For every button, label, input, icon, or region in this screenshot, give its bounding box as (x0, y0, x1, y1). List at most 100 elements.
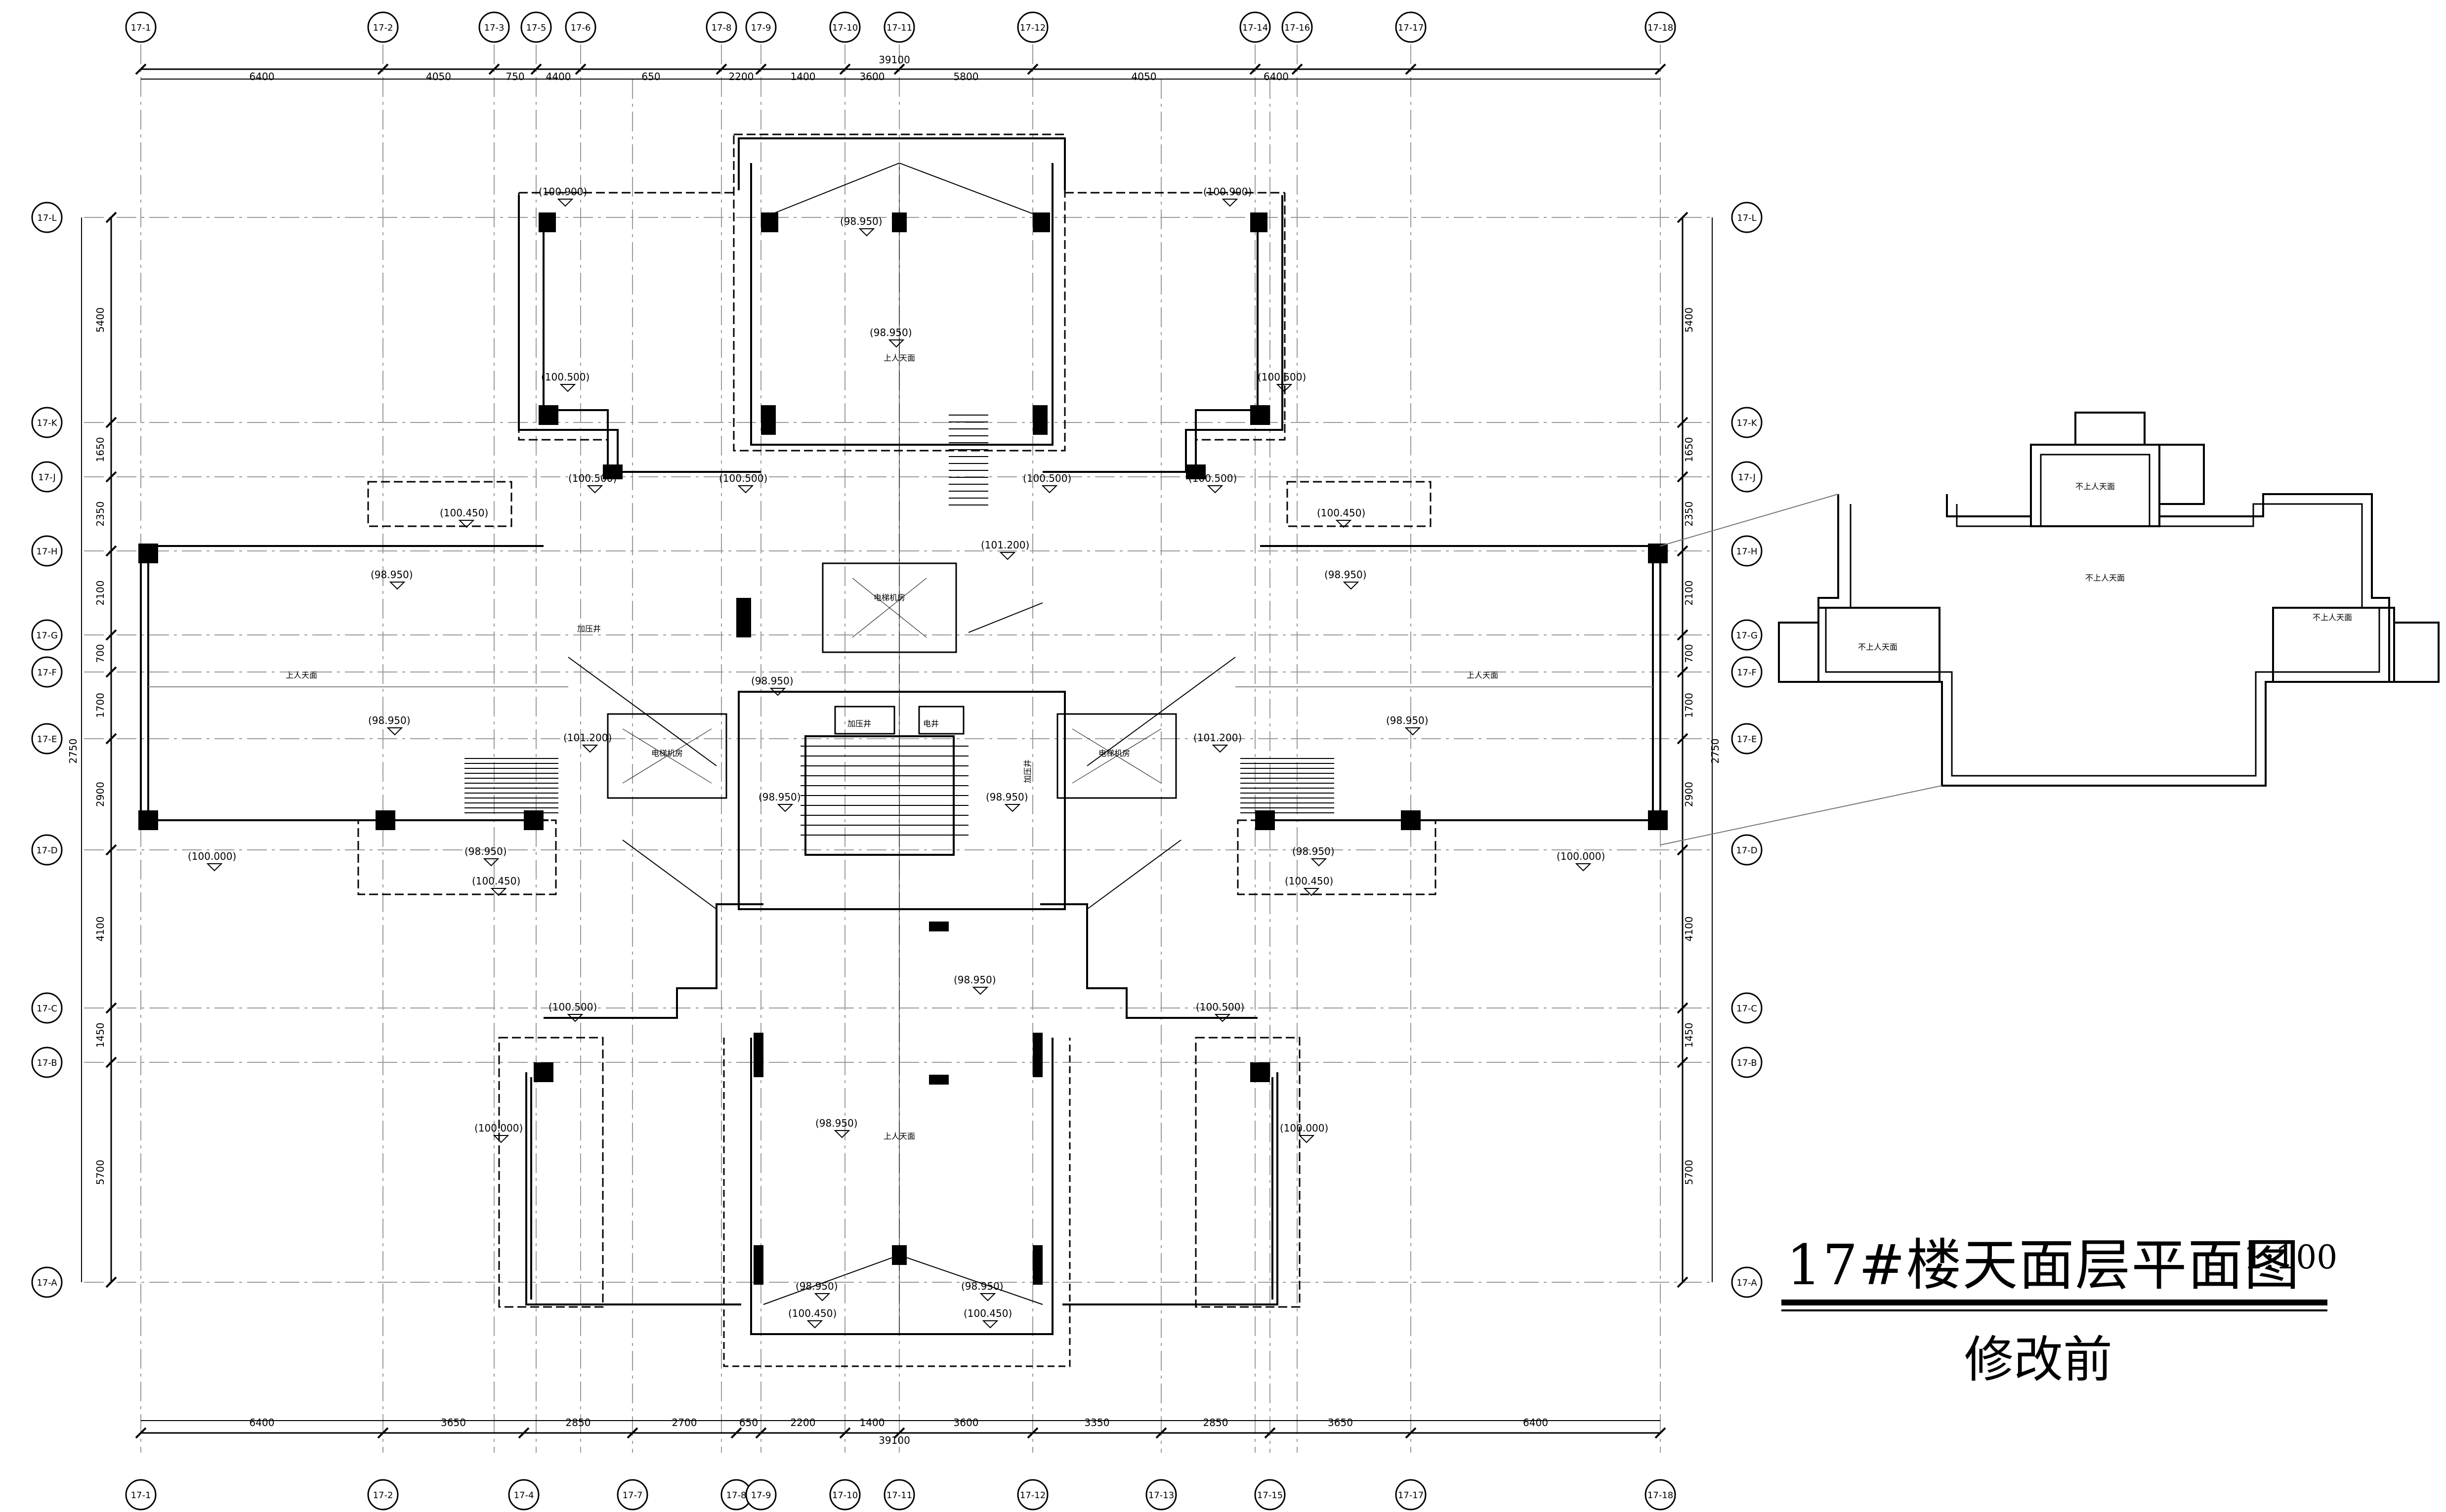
elevation-label: (101.200) (563, 732, 612, 744)
column (754, 1245, 763, 1285)
axis-left-17-K: 17-K (31, 407, 63, 438)
axis-right-17-J: 17-J (1731, 461, 1763, 493)
axis-bottom-17-1: 17-1 (125, 1479, 157, 1511)
dimension-tick (1654, 1427, 1666, 1439)
elevation-triangle (493, 1135, 509, 1143)
dimension-bottom-value: 3350 (1085, 1417, 1110, 1428)
dimension-top-value: 1400 (791, 71, 816, 83)
axis-bubble-circle (31, 535, 63, 567)
axis-bubble-circle (1017, 11, 1049, 43)
dimension-right-value: 2100 (1683, 581, 1695, 606)
dimension-bottom-value: 3650 (441, 1417, 466, 1428)
axis-bubble-circle (1731, 1047, 1763, 1078)
dimension-tick (575, 63, 587, 75)
elevation-label: (98.950) (961, 1280, 1004, 1292)
dimension-tick (1249, 63, 1261, 75)
axis-left-17-L: 17-L (31, 202, 63, 233)
dimension-right-value: 1650 (1683, 437, 1695, 462)
elevation-label: (100.450) (1317, 507, 1365, 519)
axis-bubble-circle (31, 723, 63, 755)
elevation-label: (98.950) (371, 569, 413, 581)
dimension-left-value: 2350 (94, 502, 106, 527)
elevation-triangle (737, 485, 754, 494)
axis-right-17-K: 17-K (1731, 407, 1763, 438)
axis-bubble-circle (829, 1479, 861, 1511)
axis-top-17-18: 17-18 (1645, 11, 1676, 43)
label-machine-room-center: 电梯机房 (874, 593, 905, 602)
axis-bubble-circle (31, 1047, 63, 1078)
elevation-label: (98.950) (870, 327, 912, 338)
dimension-tick (518, 1427, 530, 1439)
dimension-tick (1677, 733, 1688, 745)
column (1033, 405, 1048, 435)
dimension-tick (1677, 1002, 1688, 1014)
title-block: 17#楼天面层平面图 1:100 修改前 (1781, 1220, 2337, 1388)
key-plan-label-center: 不上人天面 (2085, 573, 2125, 583)
axis-bubble-label: 17-L (37, 213, 56, 223)
column (1250, 1062, 1270, 1082)
axis-bubble-circle (829, 11, 861, 43)
axis-bubble-circle (31, 461, 63, 493)
axis-top-17-9: 17-9 (745, 11, 777, 43)
axis-bottom-17-7: 17-7 (617, 1479, 648, 1511)
elevation-label: (98.950) (759, 791, 801, 803)
left-dimension-chain (81, 217, 112, 1282)
elevation-triangle (567, 1014, 584, 1022)
dimension-right-value: 5400 (1683, 307, 1695, 333)
dimension-bottom-value: 2200 (791, 1417, 816, 1428)
axis-right-17-E: 17-E (1731, 723, 1763, 755)
column (603, 464, 623, 479)
elevation-triangle (1575, 863, 1592, 872)
axis-bottom-17-2: 17-2 (367, 1479, 399, 1511)
bottom-total-dimension: 39100 (879, 1434, 910, 1446)
axis-bottom-17-18: 17-18 (1645, 1479, 1676, 1511)
dimension-tick (105, 666, 117, 678)
dimension-tick (1027, 1427, 1039, 1439)
column (1250, 405, 1270, 425)
dimension-tick (1677, 471, 1688, 483)
elevation-label: (100.500) (719, 472, 767, 484)
axis-bubble-label: 17-J (1738, 472, 1756, 483)
axis-top-17-1: 17-1 (125, 11, 157, 43)
title-underline-thick (1781, 1300, 2327, 1305)
dimension-tick (1677, 629, 1688, 641)
axis-left-17-E: 17-E (31, 723, 63, 755)
axis-bubble-circle (1731, 723, 1763, 755)
elevation-markers: (98.950) (98.950) (98.950) (98.950) (98.950)… (188, 186, 1605, 1329)
dimension-tick (1654, 63, 1666, 75)
axis-top-17-14: 17-14 (1239, 11, 1271, 43)
dimension-tick (1264, 1427, 1276, 1439)
axis-bottom-17-10: 17-10 (829, 1479, 861, 1511)
elevation-label: (98.950) (464, 845, 507, 857)
elevation-triangle (582, 745, 598, 753)
label-well: 电井 (923, 719, 939, 728)
axis-bubble-circle (1395, 1479, 1427, 1511)
axis-bubble-circle (745, 1479, 777, 1511)
axis-top-17-3: 17-3 (478, 11, 510, 43)
axis-bubble-label: 17-14 (1242, 23, 1268, 33)
elevation-triangle (888, 339, 905, 348)
dimension-tick (105, 545, 117, 557)
dimension-tick (105, 1002, 117, 1014)
axis-bubble-circle (1731, 1266, 1763, 1298)
elevation-triangle (1335, 520, 1352, 528)
axis-bubble-label: 17-17 (1398, 23, 1424, 33)
column (736, 598, 751, 637)
elevation-triangle (1276, 384, 1293, 392)
dimension-bottom-value: 6400 (250, 1417, 275, 1428)
axis-bubble-label: 17-1 (131, 23, 151, 33)
column (761, 405, 776, 435)
axis-bottom-17-17: 17-17 (1395, 1479, 1427, 1511)
dimension-tick (105, 211, 117, 223)
axis-left-17-A: 17-A (31, 1266, 63, 1298)
dimension-top-value: 2200 (729, 71, 754, 83)
axis-bottom-17-15: 17-15 (1254, 1479, 1286, 1511)
axis-bubble-label: 17-E (1737, 734, 1757, 745)
elevation-label: (98.950) (840, 215, 883, 227)
column (754, 1033, 763, 1077)
dimension-bottom-value: 2850 (566, 1417, 591, 1428)
label-machine-room-right: 电梯机房 (1098, 749, 1130, 758)
axis-left-17-D: 17-D (31, 834, 63, 866)
elevation-triangle (999, 552, 1016, 560)
